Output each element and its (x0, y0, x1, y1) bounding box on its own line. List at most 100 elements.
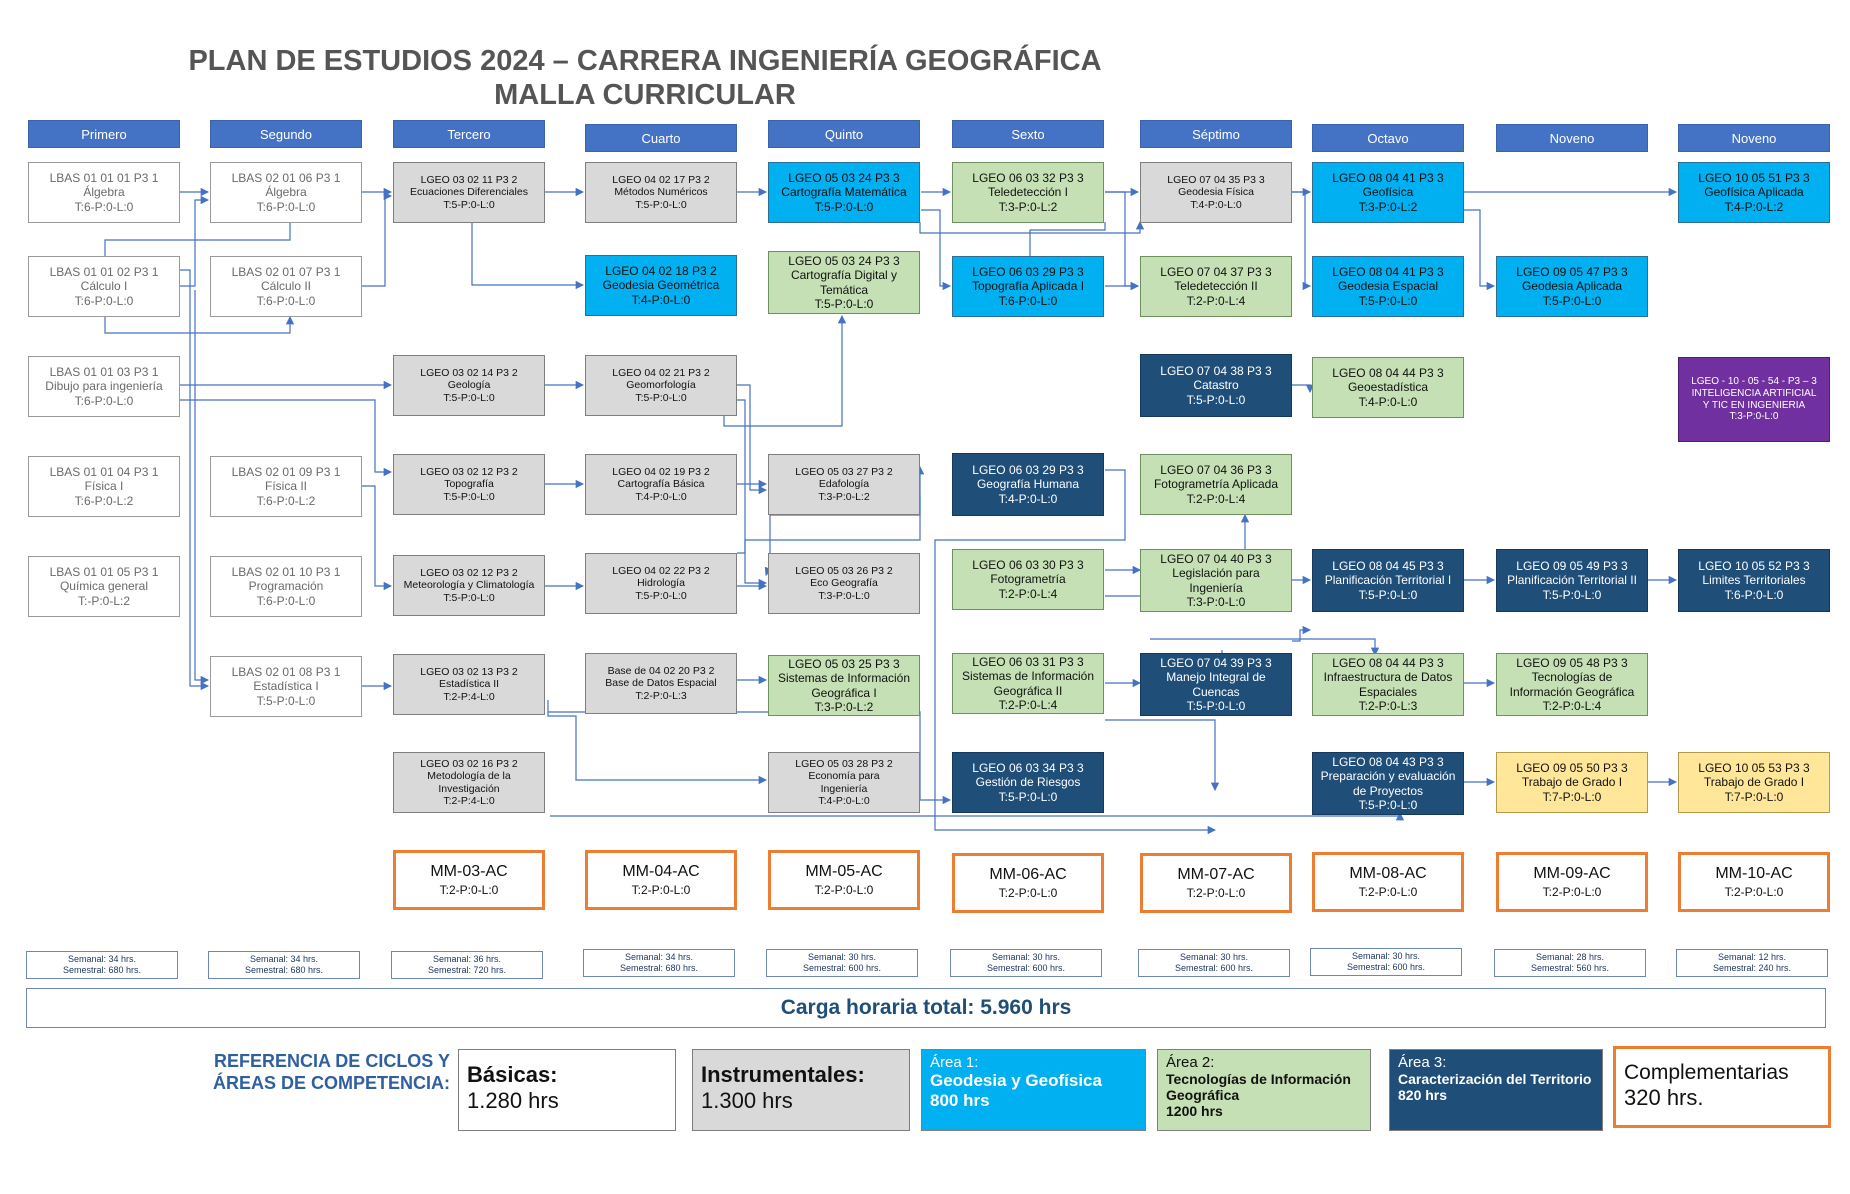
course-line: T:-P:0-L:2 (77, 593, 131, 608)
complementary-code: MM-05-AC (805, 863, 883, 880)
course-line: Física II (264, 479, 307, 494)
course-line: T:5-P:0-L:0 (1358, 293, 1418, 308)
course-line: Fotogrametría Aplicada (1153, 477, 1279, 492)
course-code: LGEO 09 05 48 P3 3 (1516, 656, 1628, 671)
course-code: LBAS 01 01 03 P3 1 (49, 365, 159, 380)
course-line: Y TIC EN INGENIERIA (1702, 399, 1806, 411)
course-line: T:5-P:0-L:0 (635, 391, 687, 404)
complementary-code: MM-07-AC (1177, 866, 1255, 883)
complementary-code: MM-08-AC (1349, 865, 1427, 882)
course-line: T:2-P:4-L:0 (443, 690, 495, 703)
course-line: de Proyectos (1352, 783, 1424, 798)
legend-label-line2: ÁREAS DE COMPETENCIA: (212, 1073, 450, 1093)
course-line: Trabajo de Grado I (1703, 775, 1805, 790)
weekly-hours: Semanal: 34 hrs. (249, 953, 319, 964)
course-line: Cartografía Matemática (781, 185, 907, 200)
course-code: Base de 04 02 20 P3 2 (607, 664, 715, 677)
course-code: LGEO 10 05 53 P3 3 (1698, 761, 1810, 776)
course-line: Legislación para (1172, 566, 1260, 581)
course-line: Geodesia Aplicada (1521, 279, 1623, 294)
course-line: Catastro (1193, 378, 1239, 393)
semester-workload: Semanal: 34 hrs.Semestral: 680 hrs. (583, 949, 735, 977)
course-line: Gestión de Riesgos (975, 775, 1081, 790)
course-code: LGEO 05 03 26 P3 2 (795, 564, 893, 577)
course-line: Sistemas de Información (777, 671, 911, 686)
course-line: Temática (819, 282, 869, 297)
legend-subtitle: Geodesia y Geofísica (930, 1071, 1102, 1090)
course-line: T:7-P:0-L:0 (1724, 789, 1784, 804)
course-line: T:5-P:0-L:0 (443, 391, 495, 404)
semester-hours: Semestral: 680 hrs. (619, 963, 699, 973)
semester-hours: Semestral: 600 hrs. (1174, 963, 1254, 973)
weekly-hours: Semanal: 30 hrs. (1179, 951, 1249, 962)
course-line: Manejo Integral de (1166, 670, 1266, 685)
course-line: Geográfica II (993, 683, 1063, 698)
course-code: LGEO 08 04 41 P3 3 (1332, 265, 1444, 280)
course-line: Ingeniería (820, 782, 868, 795)
course-line: T:6-P:0-L:0 (998, 293, 1058, 308)
course-line: T:6-P:0-L:2 (74, 493, 134, 508)
course-line: Álgebra (265, 185, 307, 200)
legend-item: Instrumentales:1.300 hrs (692, 1049, 910, 1131)
complementary-code: MM-09-AC (1533, 865, 1611, 882)
semester-workload: Semanal: 36 hrs.Semestral: 720 hrs. (391, 951, 543, 979)
course-line: T:3-P:0-L:2 (998, 199, 1058, 214)
weekly-hours: Semanal: 30 hrs. (991, 951, 1061, 962)
course-code: LGEO 05 03 24 P3 3 (788, 254, 900, 269)
course-line: Estadística I (253, 679, 319, 694)
course-line: Geofísica Aplicada (1704, 185, 1804, 200)
prerequisite-arrow (194, 290, 210, 685)
semester-hours: Semestral: 680 hrs. (62, 965, 142, 975)
course-line: T:4-P:0-L:0 (1358, 394, 1418, 409)
course-code: LGEO 03 02 13 P3 2 (420, 665, 518, 678)
prerequisite-arrow (1292, 625, 1312, 642)
semester-header: Tercero (393, 120, 545, 148)
prerequisite-arrow (1462, 209, 1496, 291)
complementary-hours: T:2-P:0-L:0 (439, 883, 499, 897)
weekly-hours: Semanal: 34 hrs. (624, 951, 694, 962)
course-code: LGEO 05 03 24 P3 3 (788, 171, 900, 186)
course-line: T:5-P:0-L:0 (635, 198, 687, 211)
course-code: LGEO 05 03 27 P3 2 (795, 465, 893, 478)
prerequisite-arrow (921, 209, 952, 291)
course-line: Preparación y evaluación (1320, 769, 1456, 784)
course-line: T:2-P:0-L:4 (1186, 491, 1246, 506)
semester-hours: Semestral: 600 hrs. (986, 963, 1066, 973)
course-line: Teledetección II (1174, 279, 1258, 294)
course-line: Geografía Humana (976, 477, 1080, 492)
prerequisite-arrow (362, 485, 393, 591)
course-code: LGEO 08 04 44 P3 3 (1332, 366, 1444, 381)
semester-hours: Semestral: 240 hrs. (1712, 963, 1792, 973)
legend-hours: 800 hrs (930, 1091, 990, 1110)
course-code: LGEO 10 05 52 P3 3 (1698, 559, 1810, 574)
course-line: T:5-P:0-L:0 (1358, 797, 1418, 812)
legend-hours: 1.280 hrs (467, 1088, 559, 1113)
course-line: Teledetección I (987, 185, 1069, 200)
prerequisite-arrow (471, 222, 585, 290)
course-code: LGEO 03 02 12 P3 2 (420, 465, 518, 478)
course-line: Geomorfología (626, 379, 696, 392)
course-code: LGEO 08 04 43 P3 3 (1332, 755, 1444, 770)
course-line: Economía para (808, 770, 880, 783)
